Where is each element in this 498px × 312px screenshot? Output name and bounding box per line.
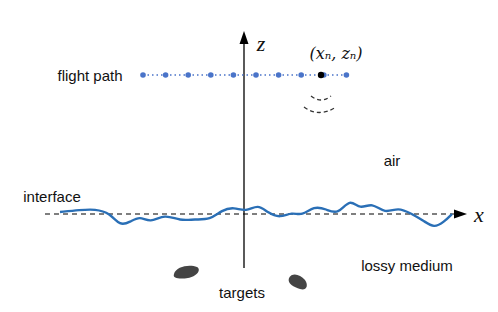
axis-label: x (474, 204, 484, 226)
sample-point (253, 72, 259, 78)
target-blob (289, 274, 307, 289)
sample-point (298, 72, 304, 78)
sample-point (344, 72, 350, 78)
interface-curve (60, 203, 452, 226)
z-axis (243, 42, 244, 268)
region-label: targets (219, 285, 265, 300)
x-axis-arrow (454, 210, 467, 219)
current-position (318, 72, 324, 78)
axis-label: z (257, 33, 266, 55)
wave-front (311, 96, 331, 100)
sample-point (208, 72, 214, 78)
interface-curve (60, 203, 452, 226)
sample-point (163, 72, 169, 78)
region-label: flight path (57, 68, 122, 83)
sample-point (185, 72, 191, 78)
sample-point (231, 72, 237, 78)
region-label: lossy medium (361, 258, 453, 273)
target-blob (174, 266, 199, 279)
sample-point (140, 72, 146, 78)
sample-points (140, 72, 349, 78)
sample-point (276, 72, 282, 78)
region-label: air (384, 153, 401, 168)
region-label: interface (23, 189, 81, 204)
coordinate-label: (xₙ, zₙ) (309, 46, 362, 62)
flight-path-line (143, 74, 347, 75)
wave-front (304, 107, 336, 113)
z-axis-arrow (240, 31, 249, 44)
